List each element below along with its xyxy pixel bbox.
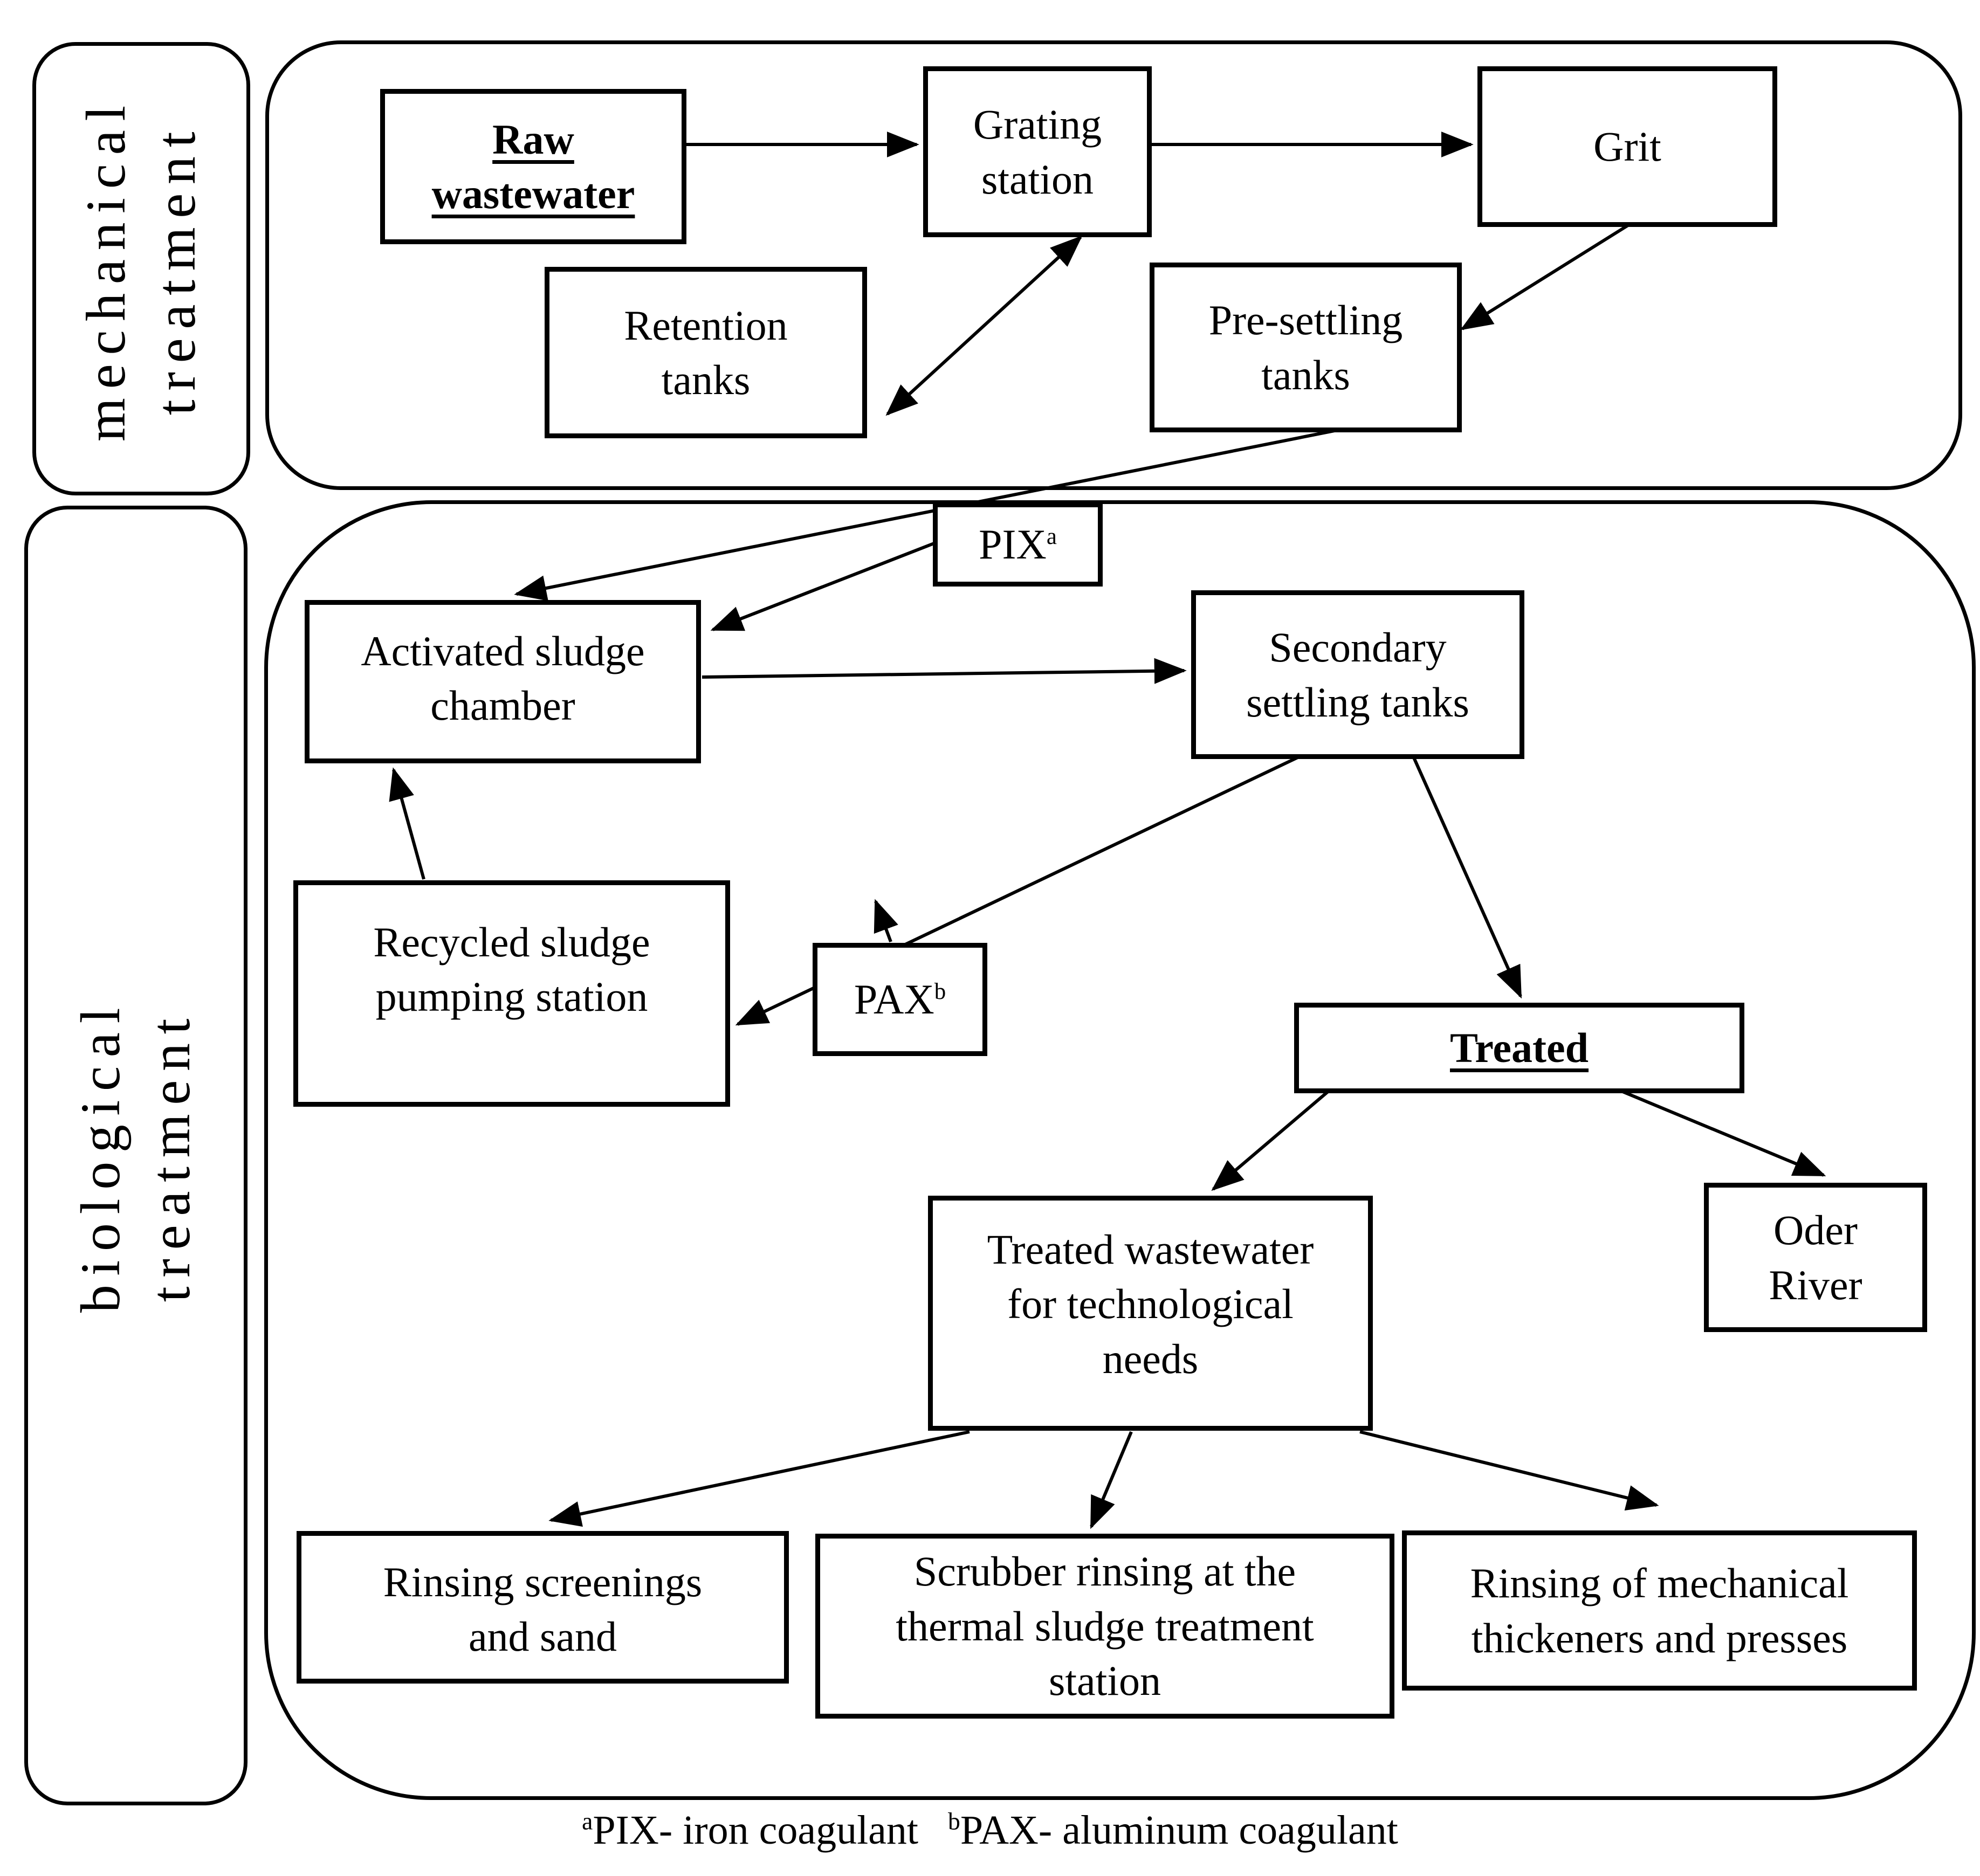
node-retention-tanks-label: Retention tanks [624, 301, 788, 403]
pix-superscript: a [1046, 524, 1057, 550]
node-retention-tanks: Retention tanks [545, 267, 867, 438]
node-rinsing-mechanical-label: Rinsing of mechanical thickeners and pre… [1470, 1560, 1849, 1661]
node-pax-label: PAXb [854, 976, 946, 1023]
node-oder-river: Oder River [1704, 1183, 1927, 1332]
footnote: aPIX- iron coagulant bPAX- aluminum coagu… [0, 1807, 1980, 1854]
node-scrubber-rinsing: Scrubber rinsing at the thermal sludge t… [815, 1534, 1394, 1719]
node-pre-settling-tanks-label: Pre-settling tanks [1208, 296, 1403, 398]
node-treated-label: Treated [1449, 1024, 1589, 1072]
node-grating-station: Grating station [923, 66, 1152, 237]
pax-superscript: b [934, 979, 946, 1005]
node-treated-wastewater-needs: Treated wastewater for technological nee… [928, 1196, 1373, 1431]
node-pre-settling-tanks: Pre-settling tanks [1150, 263, 1462, 432]
node-rinsing-mechanical: Rinsing of mechanical thickeners and pre… [1402, 1530, 1917, 1691]
node-recycled-sludge-pumping-station: Recycled sludge pumping station [293, 880, 730, 1107]
node-secondary-settling-tanks: Secondary settling tanks [1191, 590, 1524, 759]
mechanical-treatment-label: mechanical treatment [75, 96, 207, 442]
footnote-pix: aPIX- iron coagulant [582, 1807, 919, 1853]
mechanical-treatment-sidebar: mechanical treatment [32, 42, 250, 495]
node-rinsing-screenings-label: Rinsing screenings and sand [383, 1558, 703, 1660]
node-pix-label: PIXa [979, 521, 1057, 568]
node-activated-sludge-chamber: Activated sludge chamber [305, 600, 701, 763]
node-raw-wastewater: Raw wastewater [380, 89, 686, 244]
footnote-pax: bPAX- aluminum coagulant [948, 1807, 1398, 1853]
node-grating-station-label: Grating station [973, 101, 1102, 203]
node-pax: PAXb [813, 943, 987, 1056]
node-raw-wastewater-label: Raw wastewater [431, 115, 635, 217]
node-treated-wastewater-needs-label: Treated wastewater for technological nee… [987, 1226, 1314, 1382]
node-recycled-sludge-pumping-station-label: Recycled sludge pumping station [373, 919, 650, 1020]
node-oder-river-label: Oder River [1769, 1206, 1862, 1308]
node-activated-sludge-chamber-label: Activated sludge chamber [361, 627, 645, 729]
node-treated: Treated [1294, 1003, 1744, 1093]
node-secondary-settling-tanks-label: Secondary settling tanks [1246, 624, 1469, 726]
node-rinsing-screenings: Rinsing screenings and sand [297, 1531, 789, 1684]
node-scrubber-rinsing-label: Scrubber rinsing at the thermal sludge t… [896, 1548, 1314, 1705]
node-grit: Grit [1477, 66, 1777, 227]
node-pix: PIXa [933, 502, 1103, 587]
biological-treatment-label: biological treatment [70, 998, 202, 1313]
node-grit-label: Grit [1593, 123, 1661, 170]
biological-treatment-sidebar: biological treatment [24, 506, 248, 1805]
